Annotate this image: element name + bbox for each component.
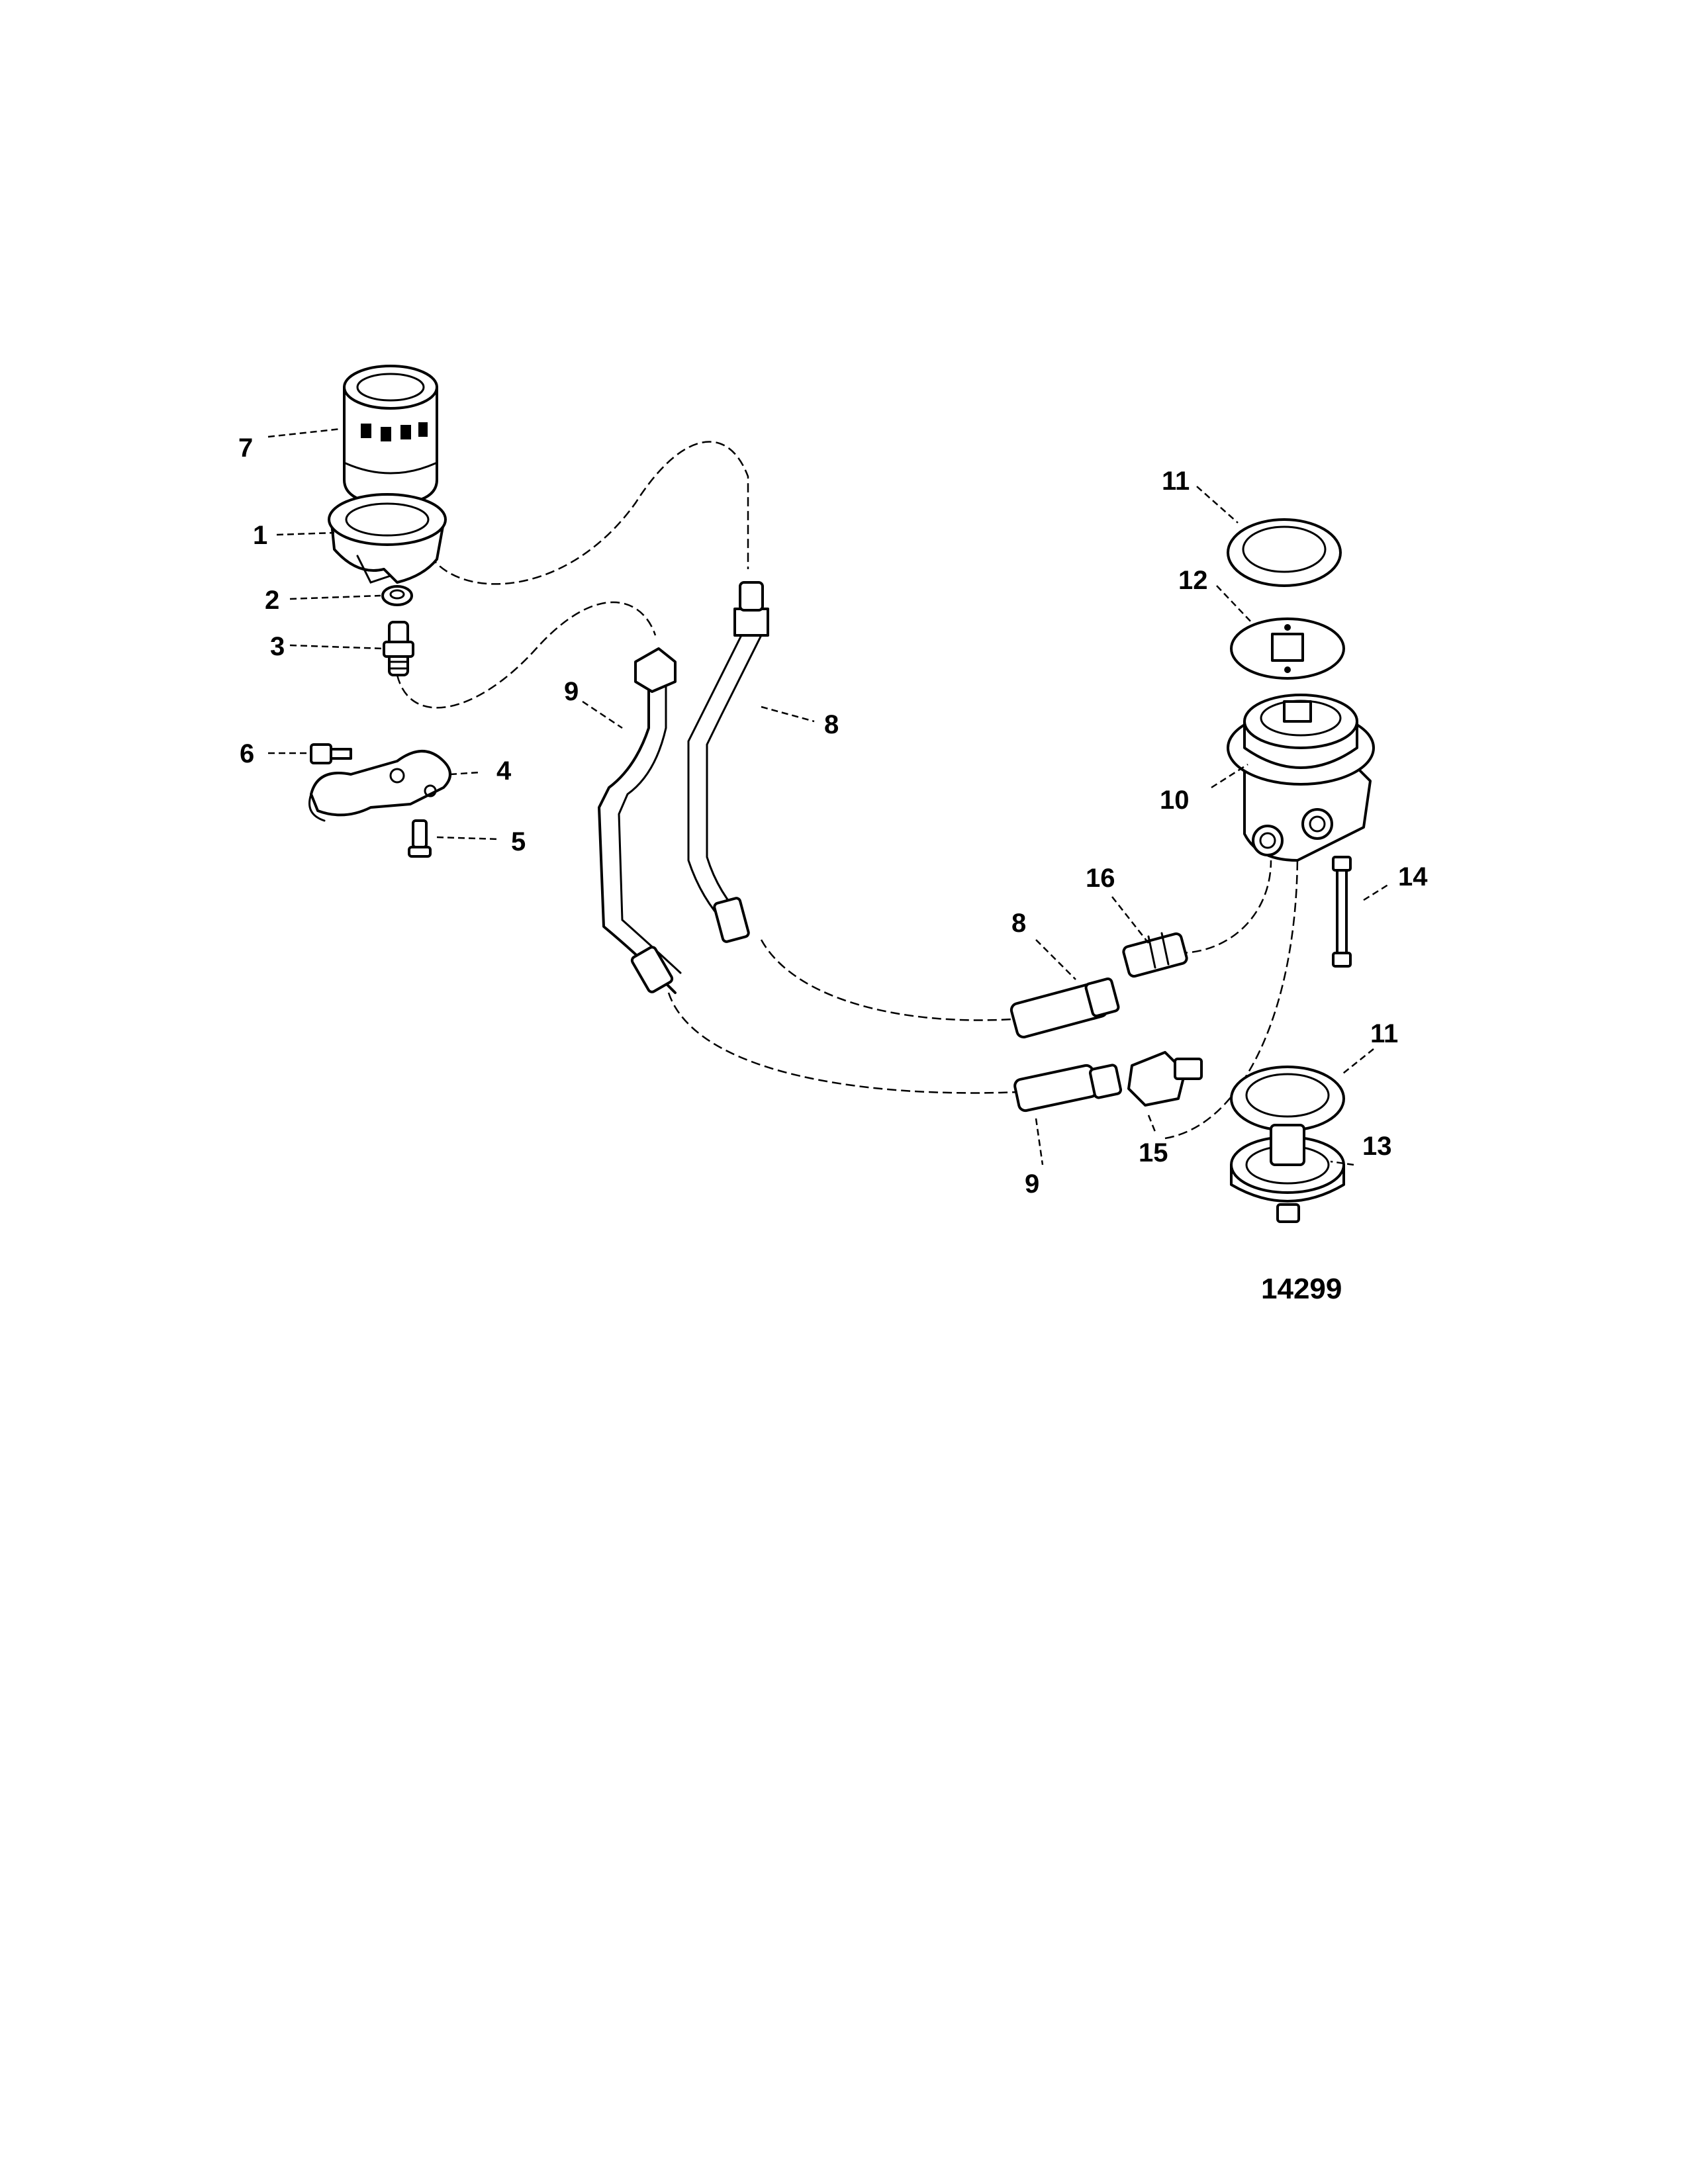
nipple-fitting-part [383,621,414,676]
leader-lines [267,428,1391,1166]
callout-7: 7 [238,433,253,463]
screw-5-part [408,819,432,858]
callout-16: 16 [1086,864,1115,893]
callout-15: 15 [1139,1138,1168,1167]
filter-housing-part [1227,694,1375,862]
callout-9-upper: 9 [564,677,579,706]
callout-5: 5 [511,827,526,856]
hose-end-9-part [1013,1064,1123,1113]
small-fitting-part [381,585,413,606]
callout-10: 10 [1160,786,1190,815]
hose-adapter-16-part [1122,932,1188,978]
filter-adapter-part [328,493,447,584]
seal-ring-bottom-part [1230,1066,1345,1132]
callout-13: 13 [1362,1132,1392,1161]
callout-12: 12 [1178,566,1208,595]
callout-8-lower: 8 [1011,909,1026,938]
callout-labels: 7 1 2 3 6 4 5 9 8 11 12 10 14 16 8 11 13… [238,433,1428,1199]
callout-6: 6 [240,739,254,768]
bottom-cover-part [1230,1124,1345,1223]
callout-8-upper: 8 [824,710,839,739]
callout-11-upper: 11 [1162,467,1190,496]
oil-filter-part [343,365,438,506]
fitting-15-part [1127,1051,1203,1107]
gasket-plate-part [1230,617,1345,680]
seal-ring-top-part [1227,518,1342,587]
callout-1: 1 [253,521,267,550]
routing-lines [396,441,1299,1140]
figure-number: 14299 [1261,1273,1342,1305]
callout-11-lower: 11 [1370,1019,1398,1048]
mounting-bracket-part [308,750,451,822]
callout-14: 14 [1398,862,1428,891]
callout-2: 2 [265,586,279,615]
stud-bolt-part [1332,856,1352,968]
oil-hose-8-part [687,581,769,943]
bolt-6-part [310,743,352,764]
callout-9-lower: 9 [1025,1169,1039,1199]
oil-hose-9-part [598,647,682,994]
callout-3: 3 [270,632,285,661]
callout-4: 4 [496,756,512,786]
hose-end-8-part [1009,978,1120,1038]
